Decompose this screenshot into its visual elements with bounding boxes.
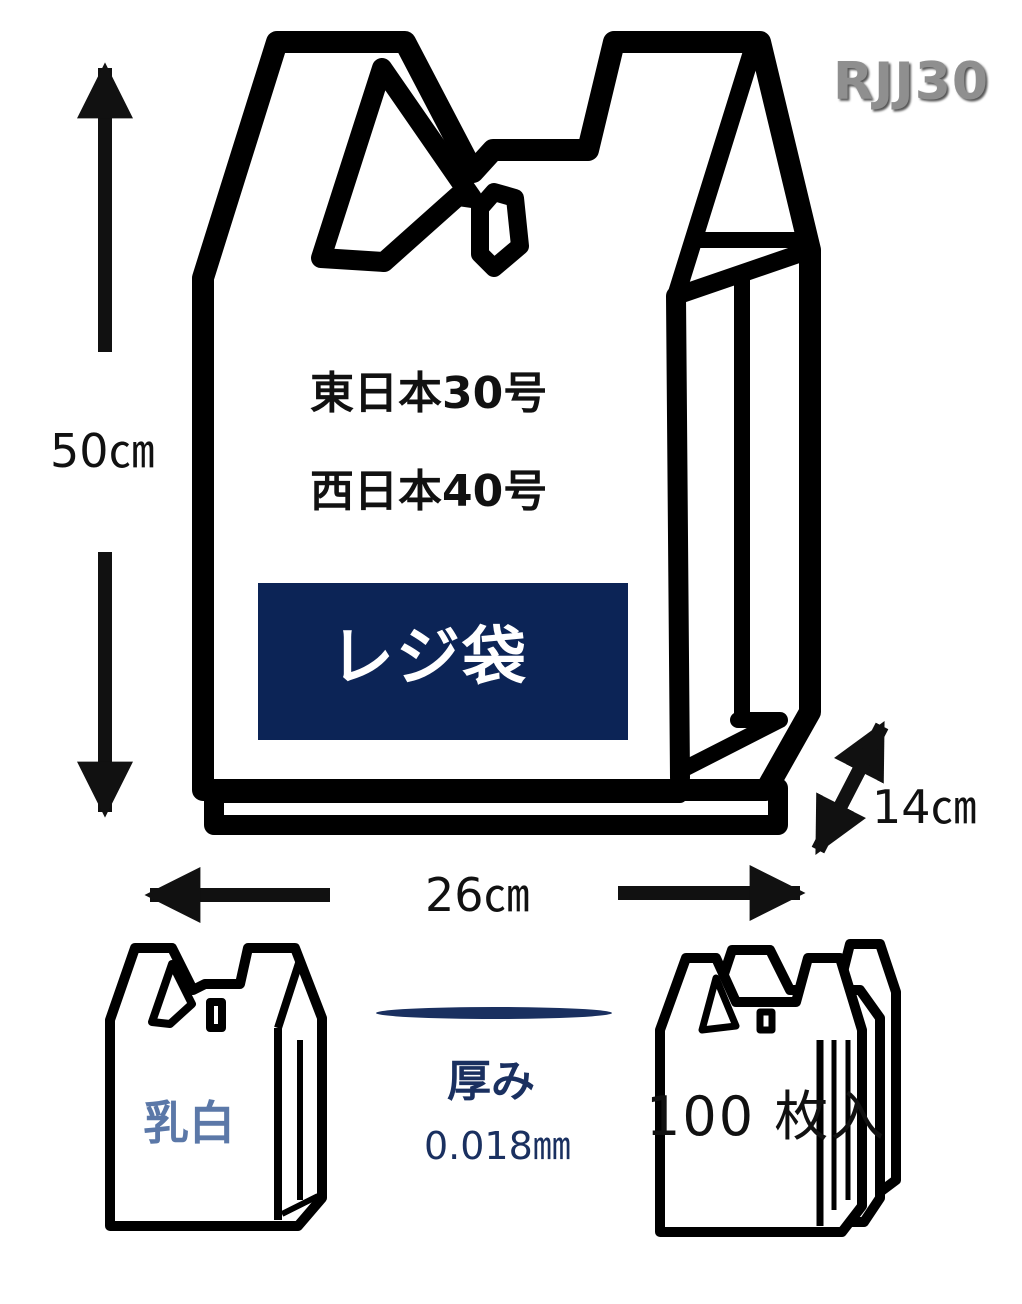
width-arrow bbox=[144, 865, 806, 923]
film-thickness-icon bbox=[376, 1007, 612, 1019]
size-east-japan: 東日本30号 bbox=[310, 368, 548, 419]
bag-stack-icon bbox=[655, 939, 901, 1237]
depth-arrow bbox=[811, 721, 889, 855]
width-dimension: 26㎝ bbox=[425, 868, 530, 922]
depth-dimension: 14㎝ bbox=[872, 780, 977, 834]
quantity-label: 100 枚入 bbox=[646, 1085, 887, 1148]
size-west-japan: 西日本40号 bbox=[310, 466, 548, 517]
product-label-text: レジ袋 bbox=[330, 621, 528, 695]
thickness-value: 0.018㎜ bbox=[424, 1124, 571, 1168]
model-code: RJJ30 bbox=[833, 52, 990, 112]
thickness-label: 厚み bbox=[447, 1056, 535, 1107]
shopping-bag-icon bbox=[105, 943, 327, 1231]
bag-color-label: 乳白 bbox=[143, 1096, 235, 1150]
product-label-box bbox=[258, 583, 628, 740]
height-dimension: 50㎝ bbox=[50, 424, 155, 478]
